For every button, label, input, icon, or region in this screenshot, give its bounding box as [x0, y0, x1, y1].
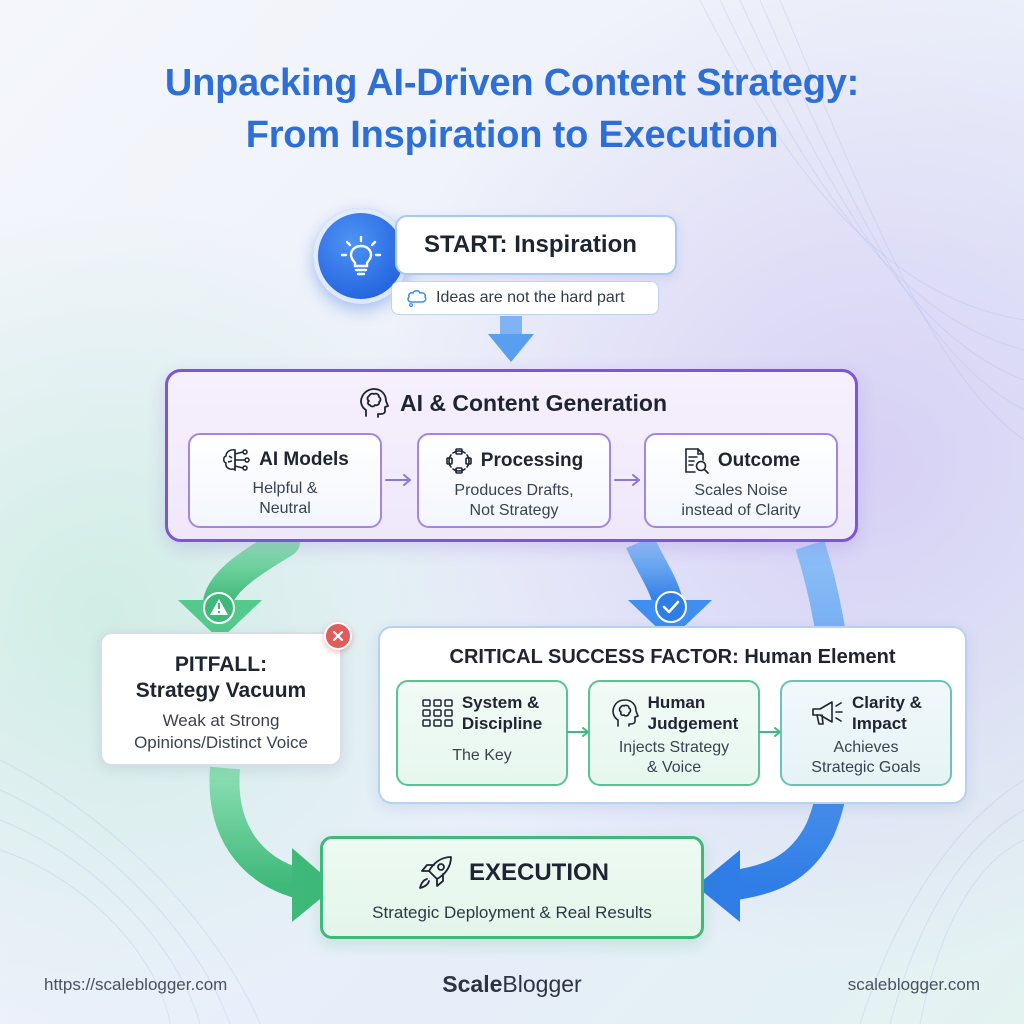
- system-discipline-title-line1: System &: [461, 693, 540, 712]
- rocket-icon: [419, 856, 452, 889]
- brain-head-icon: [360, 388, 389, 418]
- arrow-pitfall-to-execution-head: [292, 848, 336, 922]
- document-search-icon: [685, 448, 709, 474]
- human-judgement-card: Human Judgement Injects Strategy & Voice: [588, 680, 760, 786]
- clarity-impact-title-line2: Impact: [852, 714, 907, 733]
- footer-domain-link[interactable]: scaleblogger.com: [847, 975, 980, 994]
- footer-url-link[interactable]: https://scaleblogger.com: [44, 975, 228, 994]
- start-down-arrow: [488, 316, 534, 362]
- system-discipline-card: System & Discipline The Key: [396, 680, 568, 786]
- pitfall-title: Strategy Vacuum: [135, 679, 307, 702]
- grid-system-icon: [422, 699, 453, 727]
- pitfall-desc-line2: Opinions/Distinct Voice: [134, 733, 308, 752]
- execution-title: EXECUTION: [468, 859, 609, 886]
- human-judgement-title-line2: Judgement: [647, 714, 739, 733]
- outcome-desc-line1: Scales Noise: [694, 482, 788, 499]
- start-label: START: Inspiration: [424, 231, 637, 258]
- arrow-right-icon: [614, 474, 640, 486]
- processing-desc-line1: Produces Drafts,: [454, 482, 574, 499]
- thought-cloud-icon: [406, 289, 428, 307]
- human-judgement-desc-line2: & Voice: [646, 759, 702, 776]
- clarity-impact-card: Clarity & Impact Achieves Strategic Goal…: [780, 680, 952, 786]
- outcome-desc-line2: instead of Clarity: [681, 502, 801, 519]
- ai-generation-title-text: AI & Content Generation: [399, 389, 668, 416]
- critical-success-factor-box: CRITICAL SUCCESS FACTOR: Human Element S…: [378, 626, 967, 804]
- check-icon: [655, 591, 687, 623]
- ai-models-title: AI Models: [259, 449, 349, 470]
- ai-generation-title: AI & Content Generation: [168, 386, 855, 420]
- brand-logo-bold: Scale: [442, 971, 503, 997]
- page-title-line2: From Inspiration to Execution: [245, 114, 779, 156]
- pitfall-desc-line1: Weak at Strong: [162, 711, 280, 730]
- ai-models-desc-line1: Helpful &: [252, 480, 318, 497]
- page-title-line1: Unpacking AI-Driven Content Strategy:: [164, 62, 860, 104]
- arrow-ai-to-execution-head: [696, 850, 740, 922]
- clarity-impact-title-line1: Clarity &: [852, 693, 922, 712]
- outcome-card: Outcome Scales Noise instead of Clarity: [644, 433, 838, 528]
- human-judgement-title-line1: Human: [647, 693, 706, 712]
- warning-icon: [203, 592, 235, 624]
- human-judgement-desc-line1: Injects Strategy: [618, 739, 730, 756]
- processing-desc-line2: Not Strategy: [469, 502, 559, 519]
- start-note-text: Ideas are not the hard part: [436, 289, 625, 306]
- outcome-title: Outcome: [717, 450, 801, 471]
- system-discipline-desc: The Key: [452, 747, 512, 764]
- execution-box: EXECUTION Strategic Deployment & Real Re…: [320, 836, 704, 939]
- megaphone-icon: [812, 701, 843, 725]
- lightbulb-icon: [340, 235, 382, 276]
- ai-content-generation-box: AI & Content Generation AI Models: [165, 369, 858, 542]
- pitfall-box: PITFALL: Strategy Vacuum Weak at Strong …: [100, 632, 342, 766]
- arrow-right-icon: [385, 474, 411, 486]
- system-discipline-title-line2: Discipline: [461, 714, 543, 733]
- ai-models-desc-line2: Neutral: [259, 500, 311, 517]
- brand-logo: ScaleBlogger: [0, 971, 1024, 998]
- execution-desc: Strategic Deployment & Real Results: [372, 903, 652, 922]
- cycle-icon: [445, 448, 472, 474]
- processing-card: Processing Produces Drafts, Not Strategy: [417, 433, 611, 528]
- ai-models-card: AI Models Helpful & Neutral: [188, 433, 382, 528]
- csf-title: CRITICAL SUCCESS FACTOR: Human Element: [449, 646, 896, 668]
- clarity-impact-desc-line2: Strategic Goals: [811, 759, 921, 776]
- arrow-pitfall-to-execution: [209, 766, 305, 899]
- brand-logo-rest: Blogger: [502, 971, 582, 997]
- start-note: Ideas are not the hard part: [391, 281, 659, 315]
- close-x-icon: [324, 622, 352, 650]
- clarity-impact-desc-line1: Achieves: [833, 739, 899, 756]
- pitfall-label: PITFALL:: [174, 653, 268, 676]
- neural-brain-icon: [223, 449, 250, 472]
- processing-title: Processing: [480, 450, 584, 471]
- human-head-icon: [611, 699, 639, 727]
- start-inspiration-box: START: Inspiration: [395, 215, 677, 275]
